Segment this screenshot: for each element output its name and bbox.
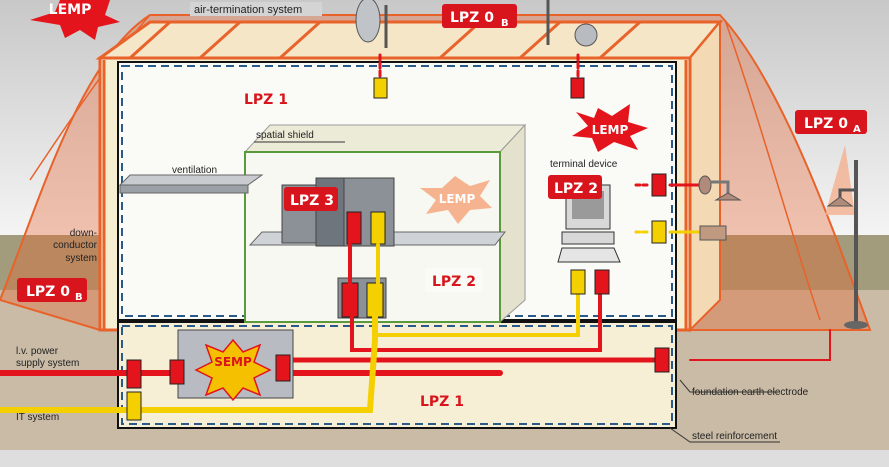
street-lamp [826,196,854,207]
zone-badge-lpz3: LPZ 3 [284,187,338,211]
zone-badge-lpz0b-top: LPZ 0 B [442,4,517,29]
surge-protector-antenna [373,77,388,99]
wall-lamp [698,175,742,201]
air-termination-label: air-termination system [194,4,302,16]
surge-protector [370,211,386,245]
legend-strip [0,450,889,467]
security-camera [699,225,727,241]
svg-text:LPZ 3: LPZ 3 [290,193,334,209]
lemp-burst-inner: LEMP [420,176,492,224]
svg-text:LPZ 1: LPZ 1 [420,394,464,410]
lemp-burst-top: LEMP [30,0,120,40]
lv-power-label: l.v. power supply system [16,346,79,369]
svg-text:supply system: supply system [16,358,79,369]
zone-badge-lpz2-terminal: LPZ 2 [548,175,602,199]
ventilation-label: ventilation [172,165,217,176]
svg-text:l.v. power: l.v. power [16,346,59,357]
svg-text:LEMP: LEMP [592,123,629,137]
svg-text:LPZ 0: LPZ 0 [804,116,848,132]
surge-protector [366,282,384,318]
roof [95,20,724,60]
svg-text:B: B [75,292,83,303]
lightning-arrester-power [126,359,142,389]
steel-reinforcement-label: steel reinforcement [692,431,777,442]
terminal-device-label: terminal device [550,159,618,170]
surge-protector [341,282,359,318]
svg-text:LPZ 1: LPZ 1 [244,92,288,108]
svg-text:LPZ 0: LPZ 0 [26,284,70,300]
svg-text:down-: down- [70,228,97,239]
svg-text:LPZ 2: LPZ 2 [554,181,598,197]
svg-text:LEMP: LEMP [439,192,476,206]
zone-label-lpz1-bottom: LPZ 1 [420,394,464,410]
svg-text:B: B [501,18,509,29]
weather-station [574,23,598,47]
svg-text:A: A [853,124,861,135]
lemp-burst-mid: LEMP [572,104,648,152]
it-line [0,314,378,413]
svg-text:LPZ 0: LPZ 0 [450,10,494,26]
svg-text:LEMP: LEMP [49,2,92,18]
zone-badge-lpz0b-left: LPZ 0 B [17,278,87,303]
lamp-protection-cone [825,145,855,215]
semp-burst [194,338,272,402]
svg-text:LPZ 2: LPZ 2 [432,274,476,290]
air-termination-label-bg [190,2,322,16]
semp-label: SEMP [214,355,252,369]
surge-protector [346,211,362,245]
down-conductor-label: down- conductor system [53,228,98,264]
satellite-dish [355,0,381,43]
zone-label-lpz2-inner: LPZ 2 [425,268,483,292]
svg-text:conductor: conductor [53,240,98,251]
surge-protector-antenna [570,77,585,99]
lightning-arrester-it [126,391,142,421]
zone-badge-lpz0a: LPZ 0 A [795,110,867,135]
ventilation-duct [118,174,264,186]
zone-label-lpz1-top: LPZ 1 [238,86,294,110]
svg-text:system: system [65,253,97,264]
it-system-label: IT system [16,412,59,423]
spatial-shield-label: spatial shield [256,130,314,141]
